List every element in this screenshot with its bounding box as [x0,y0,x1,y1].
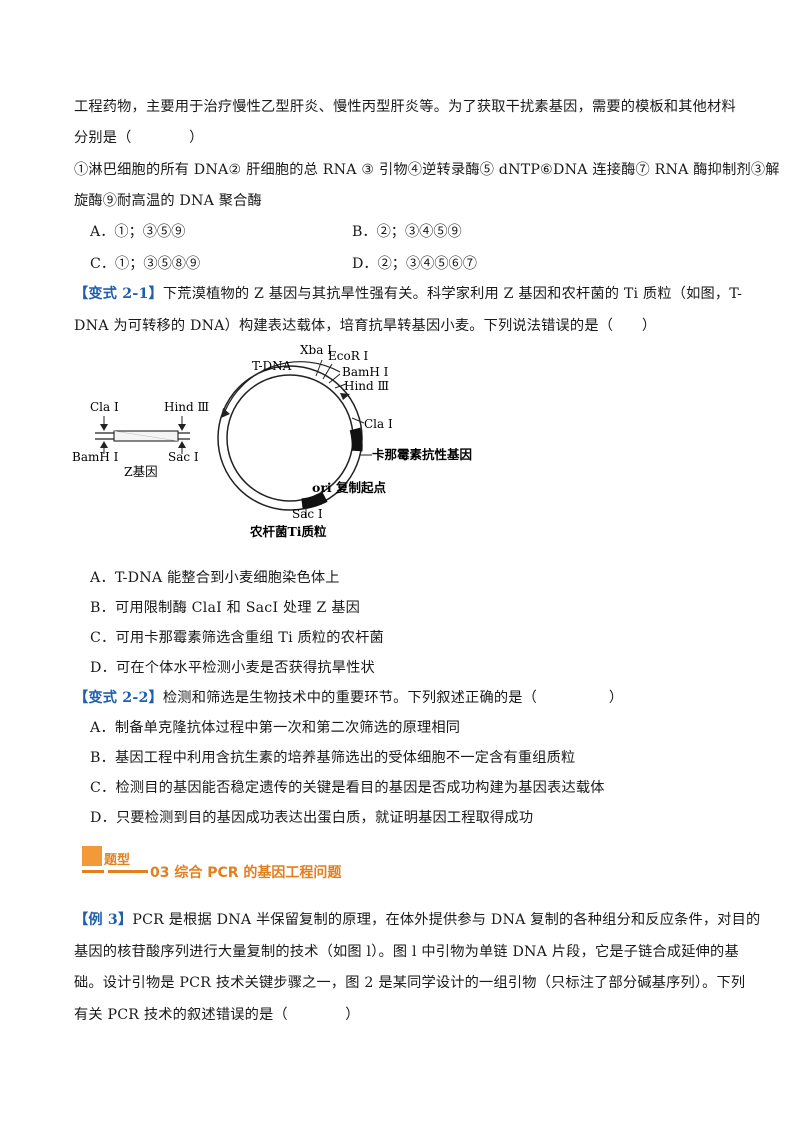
intro-line-2: 分别是（ ） [74,130,204,146]
q3-stem: 检测和筛选是生物技术中的重要环节。下列叙述正确的是（ ） [162,690,624,706]
plasmid-hind-label: Hind Ⅲ [344,379,389,393]
q1-option-a: A．①；③⑤⑨ [90,224,186,240]
intro-line-4: 旋酶⑨耐高温的 DNA 聚合酶 [74,193,262,209]
gene-cla-label: Cla Ⅰ [90,400,119,414]
plasmid-cla-label: Cla Ⅰ [364,417,393,431]
q2-line-1: 【变式 2-1】下荒漠植物的 Z 基因与其抗旱性强有关。科学家利用 Z 基因和农… [74,284,742,304]
q1-options-row-2: C．①；③⑤⑧⑨ D．②；③④⑤⑥⑦ [90,254,477,274]
q2-option-c: C．可用卡那霉素筛选含重组 Ti 质粒的农杆菌 [90,630,384,646]
gene-sac-label: Sac Ⅰ [168,450,199,464]
plasmid-bam-label: BamH Ⅰ [342,365,389,379]
plasmid-xba-label: Xba Ⅰ [300,343,332,357]
example-line-2: 基因的核苷酸序列进行大量复制的技术（如图 l）。图 l 中引物为单链 DNA 片… [74,944,739,960]
example-line-4: 有关 PCR 技术的叙述错误的是（ ） [74,1007,360,1023]
example-stem-1: PCR 是根据 DNA 半保留复制的原理，在体外提供参与 DNA 复制的各种组分… [132,912,761,928]
intro-line-1: 工程药物，主要用于治疗慢性乙型肝炎、慢性丙型肝炎等。为了获取干扰素基因，需要的模… [74,99,736,115]
q3-option-a: A．制备单克隆抗体过程中第一次和第二次筛选的原理相同 [90,720,461,736]
q2-line-2: DNA 为可转移的 DNA）构建表达载体，培育抗旱转基因小麦。下列说法错误的是（… [74,318,657,334]
q2-tag: 【变式 2-1】 [74,286,163,302]
plasmid-tdna-label: T-DNA [252,359,292,373]
section-bar-1 [82,870,104,873]
section-title: 03 综合 PCR 的基因工程问题 [150,865,342,881]
example-line-1: 【例 3】PCR 是根据 DNA 半保留复制的原理，在体外提供参与 DNA 复制… [74,910,760,930]
q2-option-a: A．T-DNA 能整合到小麦细胞染色体上 [90,570,340,586]
q1-options-row-1: A．①；③⑤⑨ B．②；③④⑤⑨ [90,222,462,242]
q3-option-b: B．基因工程中利用含抗生素的培养基筛选出的受体细胞不一定含有重组质粒 [90,750,576,766]
q1-option-d: D．②；③④⑤⑥⑦ [352,256,477,272]
ti-plasmid-diagram: T-DNA Xba Ⅰ EcoR Ⅰ BamH Ⅰ Hind Ⅲ Cla Ⅰ 卡… [217,343,472,539]
plasmid-ecor-label: EcoR Ⅰ [328,349,369,363]
q3-stem-line: 【变式 2-2】检测和筛选是生物技术中的重要环节。下列叙述正确的是（ ） [74,688,623,708]
q1-option-c: C．①；③⑤⑧⑨ [90,256,201,272]
plasmid-figure: Cla Ⅰ Hind Ⅲ BamH Ⅰ Sac Ⅰ Z基因 [72,343,472,539]
z-gene-caption: Z基因 [124,464,158,479]
q3-option-c: C．检测目的基因能否稳定遗传的关键是看目的基因是否成功构建为基因表达载体 [90,780,605,796]
section-bar-2 [108,870,148,873]
q1-option-b: B．②；③④⑤⑨ [352,224,462,240]
plasmid-sac-label: Sac Ⅰ [292,507,323,521]
q3-tag: 【变式 2-2】 [74,690,163,706]
q3-option-d: D．只要检测到目的基因成功表达出蛋白质，就证明基因工程取得成功 [90,810,534,826]
example-line-3: 础。设计引物是 PCR 技术关键步骤之一，图 2 是某同学设计的一组引物（只标注… [74,975,746,991]
ori-label: ori 复制起点 [312,480,387,495]
z-gene-diagram: Cla Ⅰ Hind Ⅲ BamH Ⅰ Sac Ⅰ Z基因 [72,400,209,479]
gene-bam-label: BamH Ⅰ [72,450,119,464]
q2-stem-1: 下荒漠植物的 Z 基因与其抗旱性强有关。科学家利用 Z 基因和农杆菌的 Ti 质… [162,286,743,302]
intro-line-3: ①淋巴细胞的所有 DNA② 肝细胞的总 RNA ③ 引物④逆转录酶⑤ dNTP⑥… [74,162,780,178]
q2-option-d: D．可在个体水平检测小麦是否获得抗旱性状 [90,660,375,676]
plasmid-caption: 农杆菌Ti质粒 [249,524,327,539]
q2-option-b: B．可用限制酶 ClaI 和 SacI 处理 Z 基因 [90,600,360,616]
gene-hind-label: Hind Ⅲ [164,400,209,414]
example-tag: 【例 3】 [74,912,133,928]
section-label: 题型 [104,853,131,868]
kanamycin-gene-label: 卡那霉素抗性基因 [372,447,472,462]
section-square-icon [82,846,102,866]
section-banner: 题型 03 综合 PCR 的基因工程问题 [82,846,382,882]
